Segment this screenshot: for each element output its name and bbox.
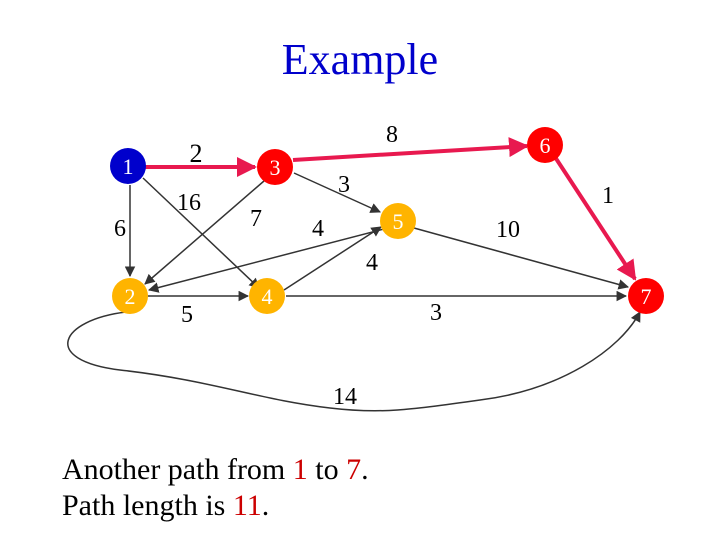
caption-line1-mid: to (315, 453, 339, 486)
node-6: 6 (527, 127, 563, 163)
node-7: 7 (628, 278, 664, 314)
edge-1-4 (142, 177, 260, 289)
node-5: 5 (380, 203, 416, 239)
slide-title: Example (281, 35, 439, 84)
weight-4-7: 3 (430, 300, 442, 326)
caption: Another path from 1 to 7. Path length is… (62, 452, 369, 524)
weight-3-2: 7 (250, 206, 262, 232)
edge-4-5 (283, 226, 382, 291)
node-4-label: 4 (262, 284, 273, 309)
node-2: 2 (112, 278, 148, 314)
edge-3-5 (293, 172, 381, 213)
edge-3-6 (292, 137, 529, 162)
node-3: 3 (257, 149, 293, 185)
caption-line-2: Path length is 11. (62, 488, 369, 524)
weight-1-2: 6 (114, 216, 126, 242)
edge-5-2 (147, 228, 385, 293)
weight-5-7: 10 (496, 217, 520, 243)
caption-from-node: 1 (292, 453, 308, 486)
weight-4-5: 4 (312, 216, 324, 242)
caption-line2-suffix: . (261, 489, 270, 522)
weight-6-7: 1 (602, 183, 614, 209)
weight-3-5: 3 (338, 172, 350, 198)
node-3-label: 3 (270, 155, 281, 180)
edge-5-7 (413, 227, 630, 290)
node-6-label: 6 (540, 133, 551, 158)
node-4: 4 (249, 278, 285, 314)
caption-line1-suffix: . (361, 453, 369, 486)
caption-path-length: 11 (232, 489, 262, 522)
weight-2-4: 5 (181, 302, 193, 328)
caption-line-1: Another path from 1 to 7. (62, 452, 369, 488)
weight-2-7: 14 (333, 384, 357, 410)
edge-3-2 (144, 180, 265, 285)
node-1: 1 (110, 148, 146, 184)
node-5-label: 5 (393, 209, 404, 234)
node-1-label: 1 (123, 154, 134, 179)
edge-2-7 (67, 311, 641, 412)
caption-to-node: 7 (346, 453, 362, 486)
node-7-label: 7 (641, 284, 652, 309)
node-2-label: 2 (125, 284, 136, 309)
caption-line2-prefix: Path length is (62, 489, 226, 522)
weight-1-3: 2 (190, 139, 203, 168)
edge-6-7 (553, 155, 637, 281)
weight-3-6: 8 (386, 122, 398, 148)
caption-line1-prefix: Another path from (62, 453, 286, 486)
weight-1-4: 16 (177, 190, 201, 216)
weight-5-2: 4 (366, 250, 378, 276)
